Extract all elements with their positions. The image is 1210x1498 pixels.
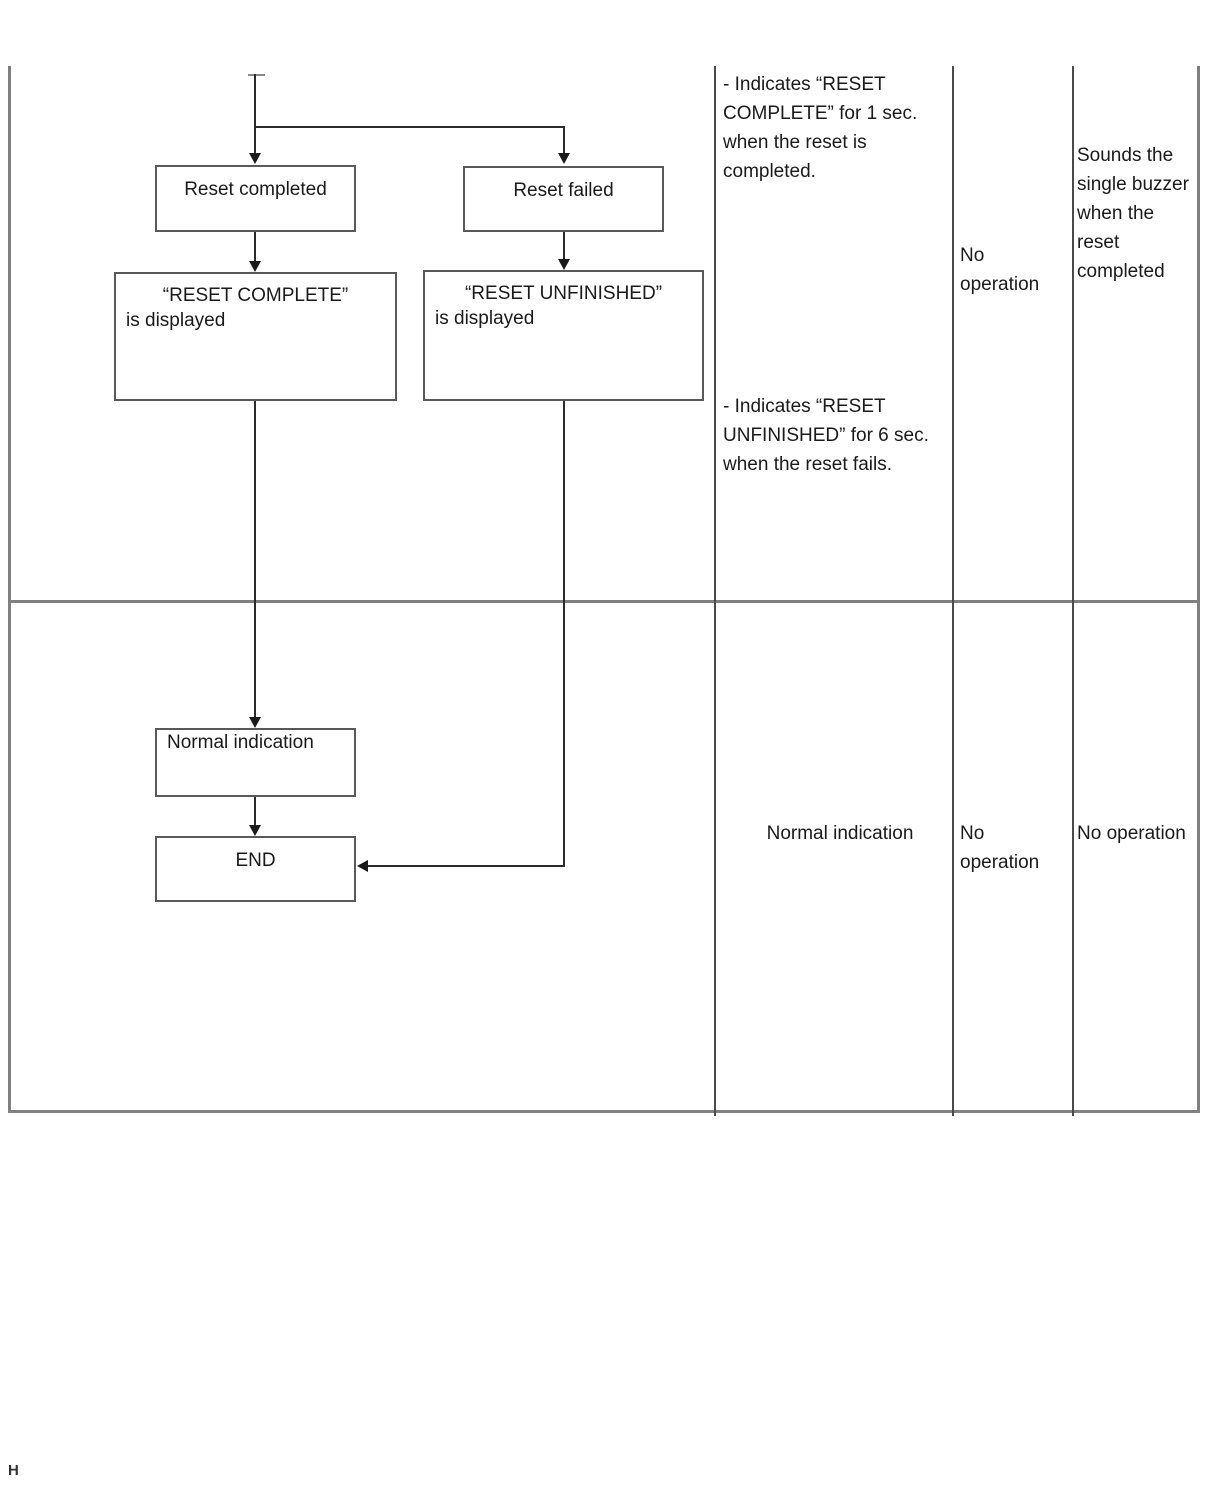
- node-reset-unfinished-message-line2: is displayed: [435, 308, 535, 329]
- arrowhead-completed-to-msg: [249, 261, 261, 272]
- cell-row2-buzzer: No operation: [1077, 823, 1186, 844]
- arrowhead-failed-to-msg: [558, 259, 570, 270]
- node-reset-completed-label: Reset completed: [184, 179, 327, 200]
- flow-line-entry: [254, 74, 256, 127]
- flow-line-unfinished-to-end: [563, 401, 565, 867]
- node-reset-completed[interactable]: Reset completed: [155, 165, 356, 232]
- node-reset-complete-message-line1: “RESET COMPLETE”: [162, 285, 349, 306]
- table-col-divider-1: [714, 66, 716, 1116]
- flow-line-completed-to-msg: [254, 232, 256, 265]
- node-normal-indication-label: Normal indication: [167, 732, 314, 753]
- node-normal-indication[interactable]: Normal indication: [155, 728, 356, 797]
- arrowhead-into-end: [357, 860, 368, 872]
- node-reset-complete-message-line2: is displayed: [126, 310, 226, 331]
- flow-line-branch: [254, 126, 565, 128]
- flow-line-msg-to-normal: [254, 401, 256, 725]
- cell-row2-indication: Normal indication: [766, 823, 914, 844]
- node-reset-failed-label: Reset failed: [513, 180, 614, 201]
- cell-row1-indication-part1: - Indicates “RESET COMPLETE” for 1 sec. …: [723, 74, 918, 182]
- table-border-right: [1197, 66, 1200, 1113]
- arrowhead-to-reset-failed: [558, 153, 570, 164]
- cell-row1-indication-part2: - Indicates “RESET UNFINISHED” for 6 sec…: [723, 396, 929, 475]
- node-reset-complete-message[interactable]: “RESET COMPLETE” is displayed: [114, 272, 397, 401]
- table-col-divider-3: [1072, 66, 1074, 1116]
- node-end-label: END: [235, 850, 276, 871]
- cell-row1-operation: No operation: [960, 245, 1040, 295]
- table-border-left: [8, 66, 11, 1113]
- flow-entry-tick: [248, 74, 265, 76]
- table-row-divider: [8, 600, 1200, 603]
- page-marker: H: [8, 1462, 19, 1479]
- flow-line-failed-to-msg: [563, 232, 565, 263]
- cell-row1-buzzer: Sounds the single buzzer when the reset …: [1077, 145, 1189, 282]
- flow-line-to-reset-completed: [254, 126, 256, 155]
- node-reset-unfinished-message[interactable]: “RESET UNFINISHED” is displayed: [423, 270, 704, 401]
- flow-line-unfinished-to-end-horizontal: [368, 865, 565, 867]
- flow-line-normal-to-end: [254, 797, 256, 829]
- arrowhead-normal-to-end: [249, 825, 261, 836]
- arrowhead-to-reset-completed: [249, 153, 261, 164]
- table-col-divider-2: [952, 66, 954, 1116]
- flow-line-to-reset-failed: [563, 126, 565, 155]
- cell-row2-operation: No operation: [960, 823, 1040, 873]
- node-reset-failed[interactable]: Reset failed: [463, 166, 664, 232]
- arrowhead-msg-to-normal: [249, 717, 261, 728]
- node-reset-unfinished-message-line1: “RESET UNFINISHED”: [464, 283, 663, 304]
- table-border-bottom: [8, 1110, 1200, 1113]
- node-end[interactable]: END: [155, 836, 356, 902]
- specification-table: [8, 66, 1200, 1116]
